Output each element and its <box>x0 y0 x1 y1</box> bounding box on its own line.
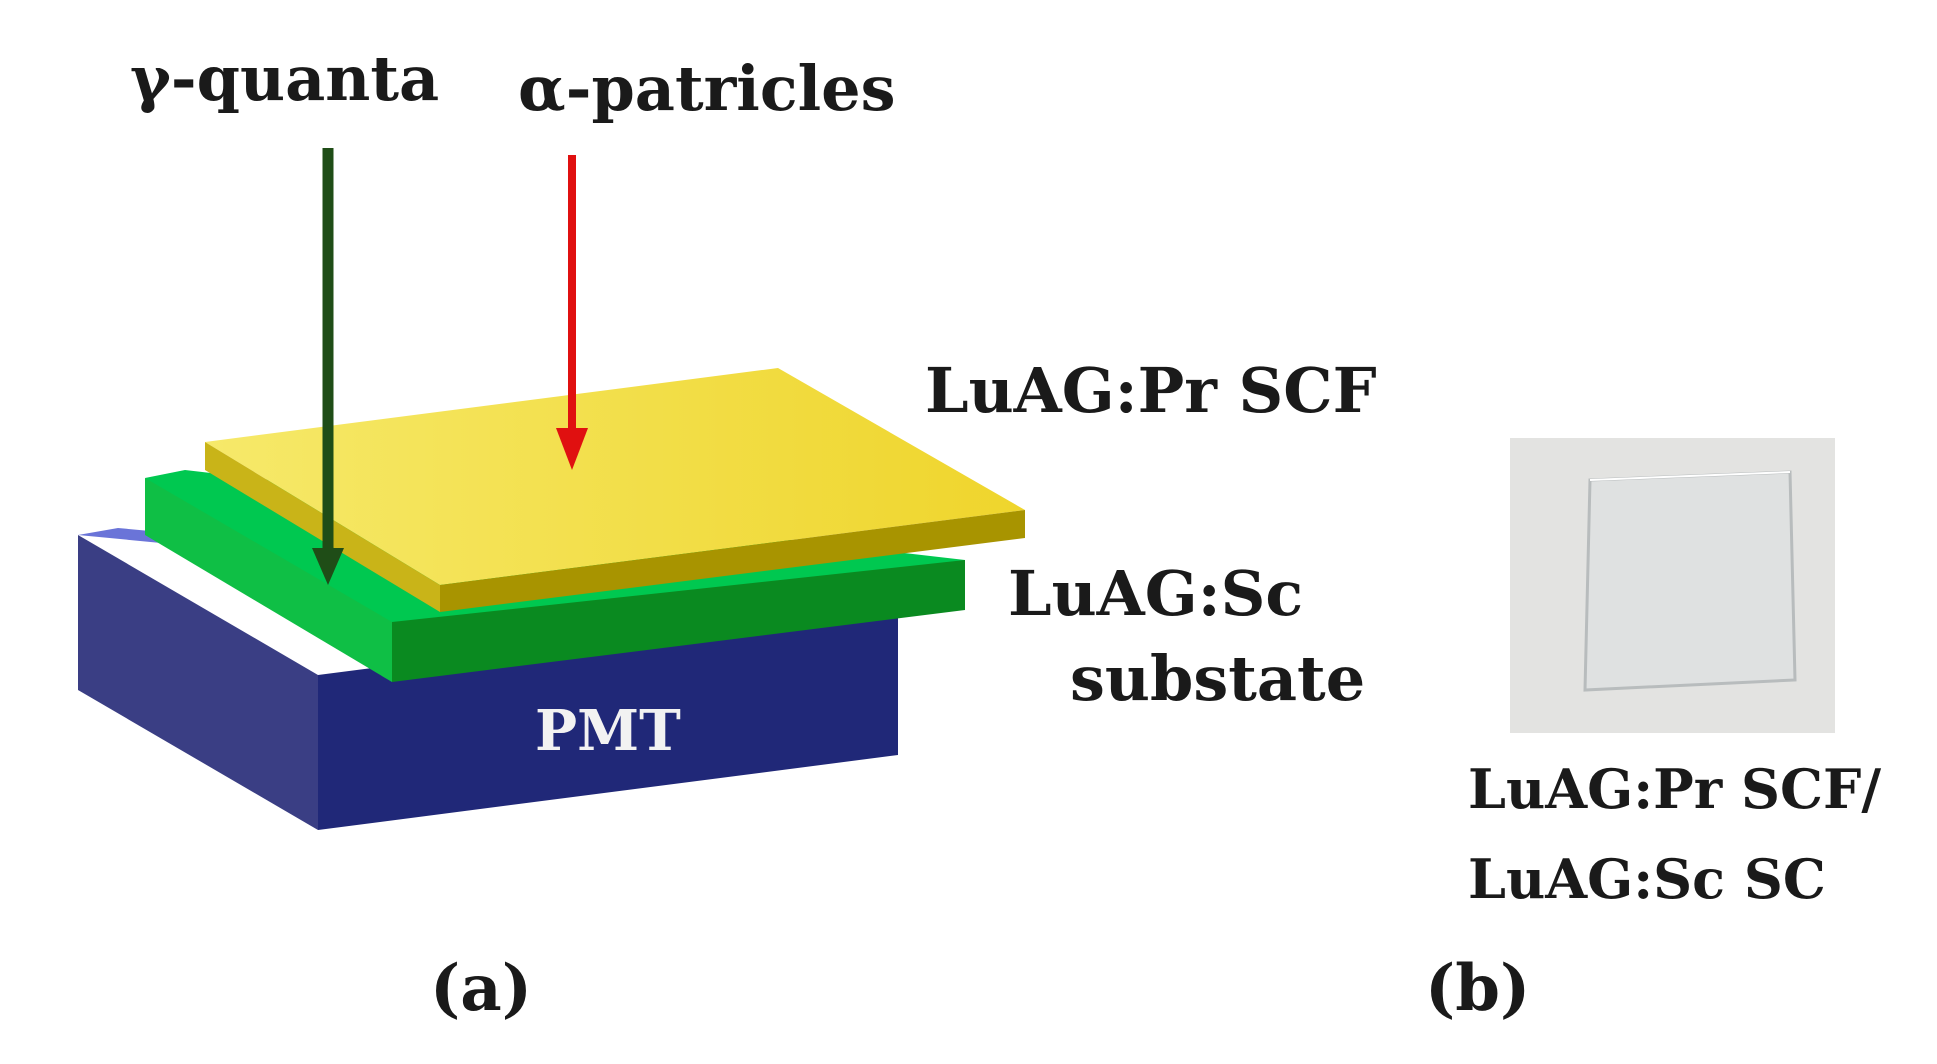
pmt-left-face <box>78 535 318 830</box>
substrate-label-line1: LuAG:Sc <box>1008 557 1303 630</box>
panel-b-caption: (b) <box>1425 951 1530 1026</box>
sample-label-line2: LuAG:Sc SC <box>1468 847 1826 911</box>
alpha-arrow <box>556 155 588 470</box>
sample-photo-icon <box>1583 470 1797 692</box>
gamma-arrow-head-icon <box>312 548 344 585</box>
gamma-arrow <box>312 148 344 585</box>
sample-label-line1: LuAG:Pr SCF/ <box>1468 757 1881 821</box>
substrate-label-line2: substate <box>1070 642 1365 715</box>
scf-top-face <box>205 368 1025 585</box>
substrate-front-face <box>392 560 965 682</box>
panel-a-caption: (a) <box>430 951 532 1026</box>
scf-label: LuAG:Pr SCF <box>925 354 1377 427</box>
sample-edge-highlight <box>1589 471 1791 481</box>
substrate-left-face <box>145 478 392 682</box>
gamma-label: γ-quanta <box>130 42 439 115</box>
alpha-label: α-patricles <box>518 52 895 125</box>
scf-front-face <box>440 510 1025 612</box>
pmt-label: PMT <box>535 698 681 764</box>
sample-photo <box>1510 438 1835 733</box>
alpha-arrow-head-icon <box>556 428 588 470</box>
